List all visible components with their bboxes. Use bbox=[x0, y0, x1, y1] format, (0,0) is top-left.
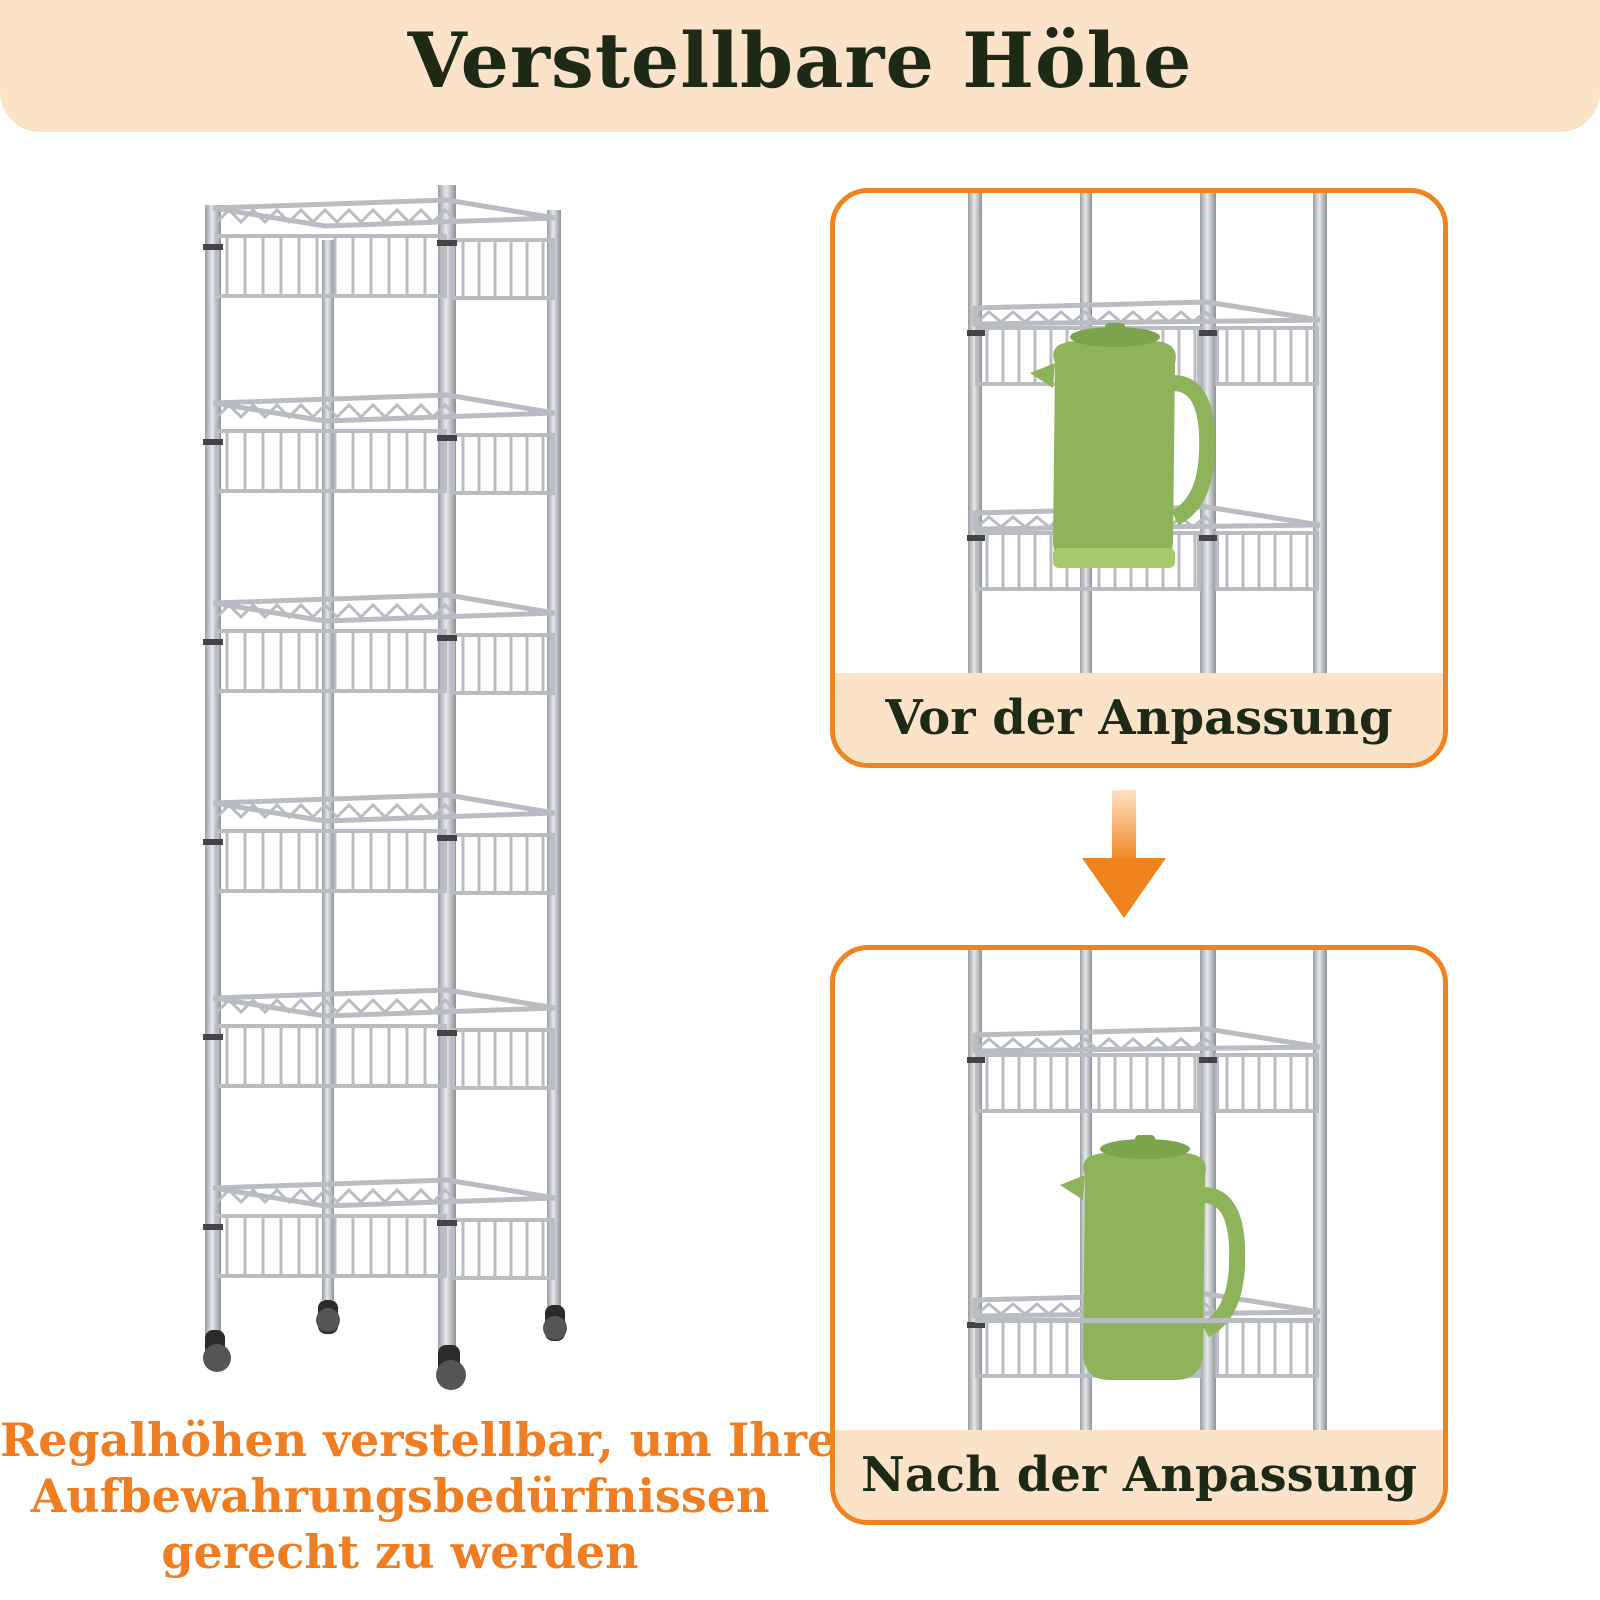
rack-tier bbox=[203, 392, 556, 495]
caster-wheel bbox=[203, 1330, 231, 1372]
after-adjustment-panel: Nach der Anpassung bbox=[830, 945, 1448, 1525]
before-adjustment-label: Vor der Anpassung bbox=[835, 673, 1443, 763]
arrow-down-icon bbox=[1082, 790, 1166, 918]
rack-pole-front-left bbox=[205, 205, 221, 1335]
before-adjustment-panel: Vor der Anpassung bbox=[830, 188, 1448, 768]
rack-illustration bbox=[195, 180, 595, 1390]
rack-tier bbox=[203, 792, 556, 895]
caption-line-2: Aufbewahrungsbedürfnissen bbox=[30, 1469, 770, 1523]
before-shelf-illustration bbox=[967, 193, 1327, 683]
rack-tier bbox=[203, 592, 556, 695]
after-shelf-illustration bbox=[967, 950, 1327, 1440]
feature-caption: Regalhöhen verstellbar, um Ihren Aufbewa… bbox=[0, 1412, 870, 1580]
caster-wheel bbox=[543, 1305, 567, 1341]
header-banner: Verstellbare Höhe bbox=[0, 0, 1600, 132]
rack-pole-back-right bbox=[547, 210, 561, 1310]
caption-line-1: Regalhöhen verstellbar, um Ihren bbox=[0, 1413, 870, 1467]
kettle-icon bbox=[1030, 323, 1216, 568]
page-title: Verstellbare Höhe bbox=[407, 15, 1193, 105]
rack-svg bbox=[203, 185, 567, 1390]
kettle-icon bbox=[1060, 1135, 1246, 1380]
caster-wheel bbox=[436, 1345, 466, 1390]
basket-shelf bbox=[967, 1026, 1321, 1113]
caption-line-3: gerecht zu werden bbox=[161, 1525, 639, 1579]
rack-pole-back bbox=[322, 240, 334, 1300]
caster-wheel bbox=[316, 1300, 340, 1334]
after-adjustment-label: Nach der Anpassung bbox=[835, 1430, 1443, 1520]
rack-tiers bbox=[203, 197, 556, 1280]
rack-tier bbox=[203, 987, 556, 1090]
rack-tier bbox=[203, 1177, 556, 1280]
rack-pole-front-right bbox=[438, 185, 456, 1350]
rack-tier bbox=[203, 197, 556, 300]
